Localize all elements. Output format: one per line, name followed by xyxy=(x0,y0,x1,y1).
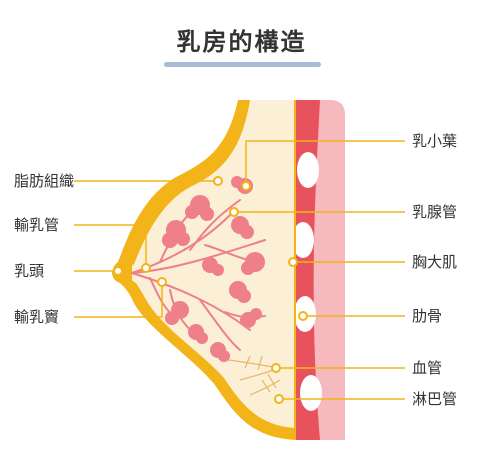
rib-4 xyxy=(300,375,322,411)
label-lymph: 淋巴管 xyxy=(412,390,458,408)
label-sinus: 輸乳竇 xyxy=(14,308,60,326)
label-lobule: 乳小葉 xyxy=(412,132,458,150)
rib-2 xyxy=(292,222,314,258)
leader-duct xyxy=(74,224,147,268)
label-fat-tissue: 脂肪組織 xyxy=(14,172,75,190)
label-vessel: 血管 xyxy=(412,359,443,377)
leader-dots xyxy=(113,176,308,404)
leader-lines xyxy=(74,140,405,400)
label-pectoral: 胸大肌 xyxy=(412,253,458,271)
page-title: 乳房的構造 xyxy=(176,28,307,56)
label-duct: 輸乳管 xyxy=(14,216,60,234)
leader-sinus xyxy=(74,282,163,318)
rib-1 xyxy=(297,152,319,188)
label-rib: 肋骨 xyxy=(412,307,443,325)
title-underline xyxy=(164,62,321,67)
label-gland-duct: 乳腺管 xyxy=(412,203,458,221)
label-nipple: 乳頭 xyxy=(14,262,45,280)
leader-lobule xyxy=(245,140,405,186)
lobules xyxy=(162,176,265,362)
